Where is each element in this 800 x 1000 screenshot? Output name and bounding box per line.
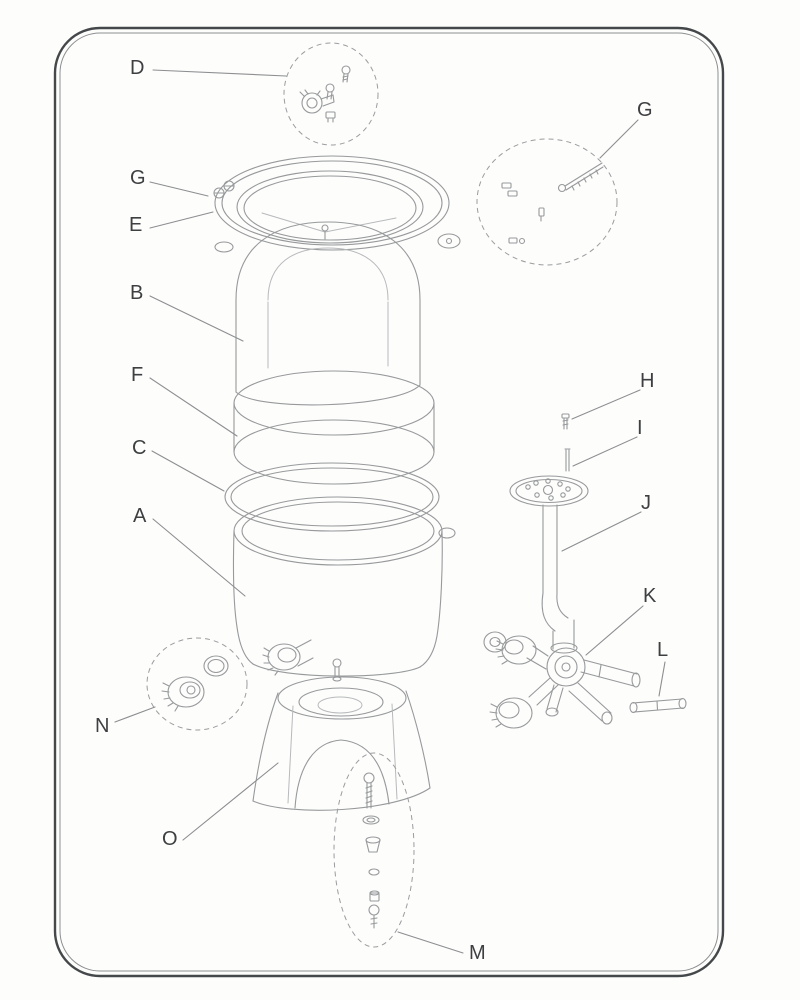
compression-band [233,370,435,485]
part-label-n: N [95,715,110,737]
part-label-o: O [162,828,179,850]
part-label-g-left: G [130,167,147,189]
standpipe-assembly [509,448,589,632]
part-label-a: A [133,505,147,527]
part-label-b: B [130,282,144,304]
part-label-j: J [641,492,652,514]
multiport-valve [483,619,641,729]
leader-line-d [152,69,287,77]
part-label-f: F [131,364,144,386]
part-label-e: E [129,214,143,236]
part-label-m: M [469,942,487,964]
leader-line-f [149,377,238,437]
leader-line-o [182,762,279,841]
leader-line-a [152,518,246,597]
tank-body [232,496,456,682]
leader-line-k [585,605,644,656]
leader-lines [114,69,666,954]
leader-line-e [149,211,214,229]
leader-line-m [397,931,464,954]
lid-clamp-ring [213,155,461,253]
leader-line-h [571,389,641,420]
leader-line-j [561,511,642,552]
leader-line-n [114,706,156,723]
leader-line-g-right [599,119,639,159]
detail-circle-d-parts [283,42,379,146]
leader-line-l [658,661,666,697]
detail-circle-union-fittings [146,637,248,731]
part-label-i: I [637,417,644,439]
leader-line-g-left [149,181,209,197]
base-stand [252,676,431,811]
detail-ellipse-drain-parts [333,752,415,948]
air-bleed-bolt [561,413,570,430]
part-label-d: D [130,57,145,79]
part-label-h: H [640,370,655,392]
leader-line-c [151,450,225,492]
leader-line-i [572,436,638,467]
part-label-l: L [657,639,669,661]
tank-oring [224,462,440,532]
frame-border [53,26,725,978]
pipe-nipple [629,697,687,714]
part-label-c: C [132,437,147,459]
part-label-g-right: G [637,99,654,121]
filter-cartridge [235,221,421,406]
detail-circle-screws [476,138,618,266]
leader-line-b [149,295,244,342]
part-label-k: K [643,585,657,607]
